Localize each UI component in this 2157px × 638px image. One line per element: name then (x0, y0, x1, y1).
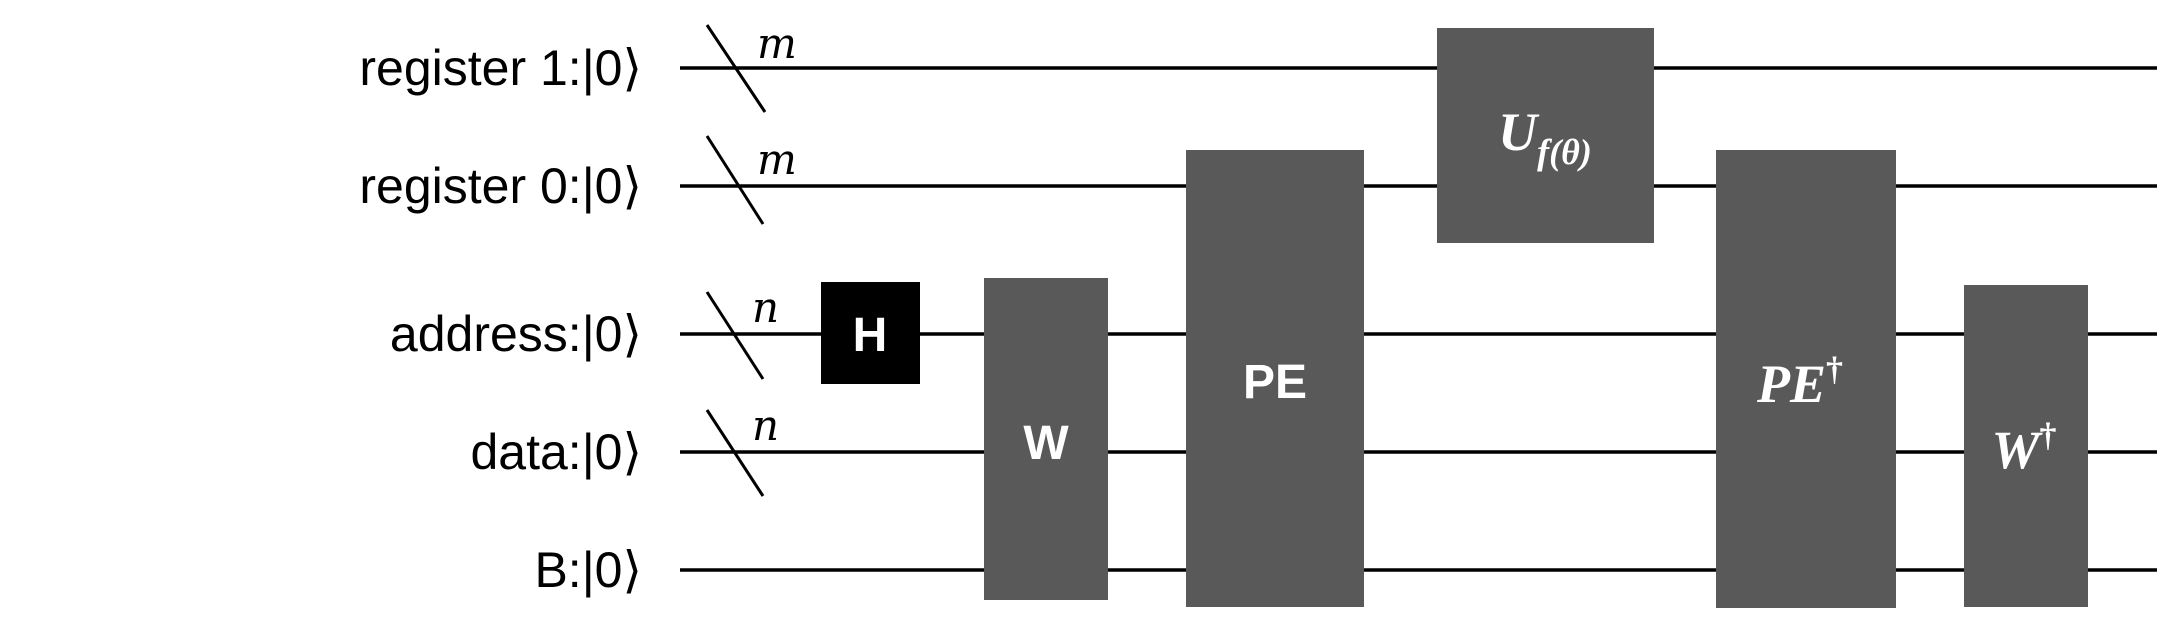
gate-h-label: H (853, 309, 888, 362)
bus-width-address: n (752, 283, 779, 332)
register-labels: register 1:|0⟩ register 0:|0⟩ address:|0… (359, 40, 642, 598)
gate-pe: PE (1186, 150, 1364, 607)
gate-uf-text: Uf(θ) (1498, 102, 1592, 172)
gate-uf-box (1437, 28, 1654, 243)
gate-w-dagger-text: W† (1991, 417, 2056, 480)
bus-slash-data (705, 409, 765, 497)
gate-pe-dagger-box (1716, 150, 1896, 608)
gate-pe-dagger-label: PE (1756, 354, 1826, 414)
gate-h-box (821, 282, 920, 384)
gate-w-dagger-label: W (1991, 420, 2043, 480)
gate-pe-box (1186, 150, 1364, 607)
gate-pe-label: PE (1243, 356, 1307, 409)
bus-slash-register-0 (705, 135, 765, 225)
gate-uf-subscript: f(θ) (1537, 132, 1592, 172)
gate-uf-label: U (1498, 102, 1540, 162)
label-register-0: register 0:|0⟩ (359, 158, 642, 214)
label-data: data:|0⟩ (470, 424, 642, 480)
bus-markers: m m n n (705, 19, 797, 497)
gate-pe-dagger: PE† (1716, 150, 1896, 608)
wires (680, 66, 2157, 572)
gate-w-box (984, 278, 1108, 600)
bus-width-register-0: m (757, 135, 797, 184)
gate-w-dagger-box (1964, 285, 2088, 607)
bus-width-data: n (752, 401, 779, 450)
bus-slash-address (705, 291, 765, 380)
gate-pe-dagger-text: PE† (1756, 351, 1843, 414)
label-b: B:|0⟩ (534, 542, 642, 598)
gate-w-label: W (1023, 417, 1069, 470)
label-address: address:|0⟩ (390, 306, 642, 362)
gate-uf: Uf(θ) (1437, 28, 1654, 243)
gate-w-dagger: W† (1964, 285, 2088, 607)
bus-width-register-1: m (757, 19, 797, 68)
gate-w: W (984, 278, 1108, 600)
bus-slash-register-1 (705, 24, 767, 113)
label-register-1: register 1:|0⟩ (359, 40, 642, 96)
gate-w-dagger-superscript: † (2040, 417, 2057, 454)
gate-h: H (821, 282, 920, 384)
gate-pe-dagger-superscript: † (1826, 351, 1843, 388)
